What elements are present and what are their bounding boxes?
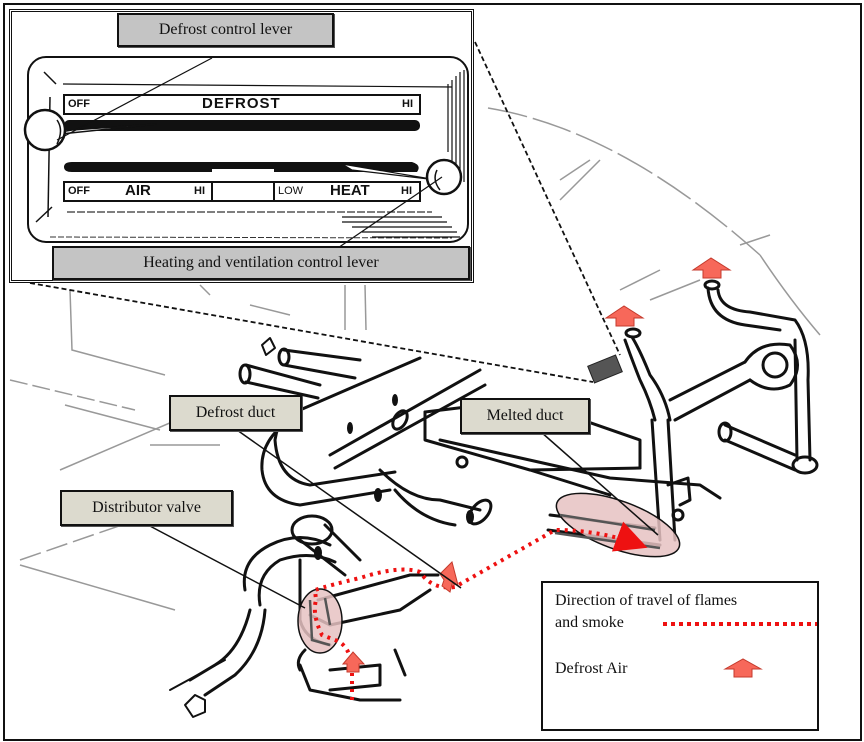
- legend: Direction of travel of flames and smoke …: [541, 581, 819, 731]
- heat-title-text: HEAT: [330, 182, 370, 199]
- heat-hi-text: HI: [401, 185, 412, 197]
- defrost-hi-text: HI: [402, 98, 413, 110]
- defrost-duct-text: Defrost duct: [195, 404, 276, 421]
- defrost-title-text: DEFROST: [202, 95, 281, 112]
- melted-duct-label: Melted duct: [460, 398, 590, 434]
- callout-leader-lines: [147, 429, 659, 609]
- defrost-lever-knob[interactable]: [23, 108, 67, 152]
- legend-flames-line1: Direction of travel of flames: [555, 592, 738, 609]
- air-title-text: AIR: [125, 182, 151, 199]
- control-panel-inset: OFF DEFROST HI OFF AIR HI LOW HEAT HI De…: [9, 9, 474, 283]
- defrost-control-lever-label: Defrost control lever: [117, 13, 334, 47]
- inset-zoom-lines: [29, 41, 621, 383]
- legend-flame-path-swatch: [663, 622, 817, 626]
- defrost-air-arrow: [604, 305, 645, 327]
- defrost-control-lever-text: Defrost control lever: [158, 21, 293, 38]
- duct-clamp-marks: [314, 394, 474, 560]
- distributor-valve-label: Distributor valve: [60, 490, 233, 526]
- defrost-air-arrow: [341, 651, 366, 673]
- melted-duct-text: Melted duct: [486, 407, 564, 424]
- defrost-air-arrow: [439, 561, 459, 593]
- leader-defrost-lever: [56, 57, 213, 141]
- defrost-off-text: OFF: [68, 98, 90, 110]
- control-panel-drawing: [23, 56, 469, 253]
- control-panel-location-marker: [587, 354, 623, 384]
- heat-lever-knob[interactable]: [425, 158, 463, 196]
- air-off-text: OFF: [68, 185, 90, 197]
- legend-defrost-air: Defrost Air: [555, 660, 628, 677]
- leader-heat-lever: [331, 176, 443, 253]
- defrost-air-arrows: [341, 257, 732, 673]
- heating-ventilation-lever-label: Heating and ventilation control lever: [52, 246, 470, 280]
- distributor-valve-text: Distributor valve: [92, 499, 201, 516]
- defrost-air-arrow: [691, 257, 732, 279]
- heat-low-text: LOW: [278, 185, 304, 197]
- flame-smoke-path: [312, 521, 648, 700]
- air-hi-text: HI: [194, 185, 205, 197]
- heating-ventilation-lever-text: Heating and ventilation control lever: [143, 254, 379, 271]
- defrost-duct-label: Defrost duct: [169, 395, 302, 431]
- legend-defrost-air-arrow-icon: [723, 658, 763, 678]
- legend-flames-line2: and smoke: [555, 614, 624, 631]
